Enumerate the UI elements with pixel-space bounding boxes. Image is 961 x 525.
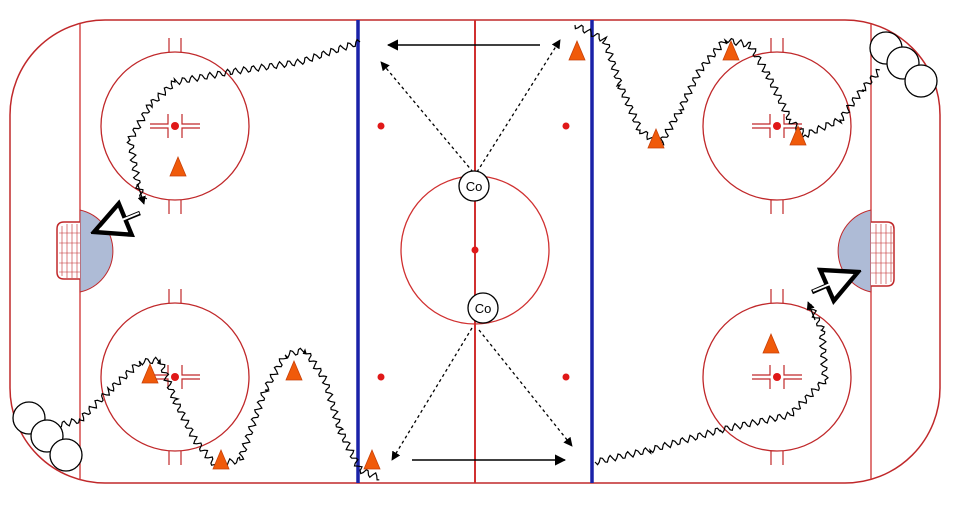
neutral-dot bbox=[377, 373, 385, 381]
shot-arrow-inner bbox=[812, 274, 853, 292]
skate-path bbox=[126, 38, 361, 200]
faceoff-dot bbox=[171, 122, 179, 130]
skate-path bbox=[594, 303, 829, 466]
neutral-dot bbox=[377, 122, 385, 130]
net-icon bbox=[56, 221, 80, 280]
cones bbox=[141, 39, 807, 470]
faceoff-hashmarks bbox=[752, 289, 802, 465]
cone-icon bbox=[789, 124, 807, 146]
faceoff-dot bbox=[773, 122, 781, 130]
skate-arrowhead bbox=[806, 301, 816, 321]
cone-icon bbox=[285, 359, 303, 381]
skate-path bbox=[574, 24, 880, 146]
cone-icon bbox=[363, 448, 381, 470]
player-icon bbox=[49, 438, 83, 472]
faceoff-hashmarks bbox=[752, 38, 802, 214]
coach-icon: Co bbox=[458, 170, 490, 202]
end-zone-faceoff-circles bbox=[100, 38, 852, 465]
faceoff-circle bbox=[100, 51, 250, 201]
neutral-dot bbox=[562, 122, 570, 130]
neutral-dot bbox=[562, 373, 570, 381]
pass-line bbox=[478, 329, 573, 447]
faceoff-circle bbox=[702, 302, 852, 452]
coach-icon: Co bbox=[467, 292, 499, 324]
shot-arrow-inner bbox=[99, 212, 140, 230]
cone-icon bbox=[212, 448, 230, 470]
faceoff-dot bbox=[171, 373, 179, 381]
faceoff-circle bbox=[100, 302, 250, 452]
cone-icon bbox=[762, 332, 780, 354]
cone-icon bbox=[647, 127, 665, 149]
cone-icon bbox=[568, 39, 586, 61]
faceoff-dot bbox=[773, 373, 781, 381]
cone-icon bbox=[141, 362, 159, 384]
passing-lines bbox=[380, 39, 573, 461]
cone-icon bbox=[722, 39, 740, 61]
faceoff-hashmarks bbox=[150, 38, 200, 214]
skating-paths bbox=[39, 24, 880, 481]
skate-path bbox=[39, 347, 380, 481]
coach-label: Co bbox=[475, 301, 492, 316]
players bbox=[12, 31, 938, 472]
pass-line bbox=[476, 39, 561, 173]
pass-line bbox=[391, 327, 473, 461]
faceoff-circle bbox=[702, 51, 852, 201]
player-icon bbox=[904, 64, 938, 98]
net-icon bbox=[871, 221, 895, 287]
center-faceoff-dot bbox=[471, 246, 479, 254]
cone-icon bbox=[169, 155, 187, 177]
coach-label: Co bbox=[466, 179, 483, 194]
skate-arrowhead bbox=[137, 184, 146, 205]
